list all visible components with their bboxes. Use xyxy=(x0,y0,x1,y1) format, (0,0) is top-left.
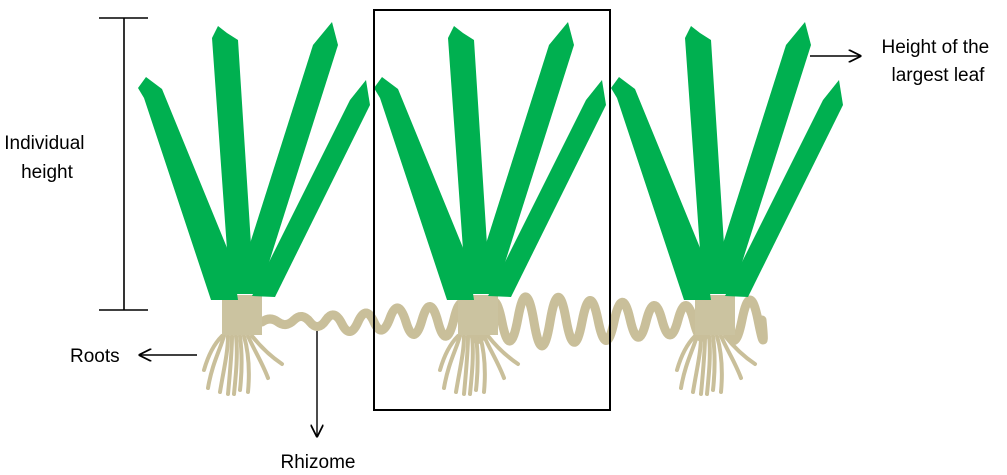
root-strand xyxy=(717,336,722,392)
largest-leaf-label: Height of the largest leaf xyxy=(881,37,994,86)
stem-base xyxy=(458,295,498,335)
root-strand xyxy=(244,336,249,392)
root-strand xyxy=(713,336,715,390)
roots-label: Roots xyxy=(70,346,120,367)
stem-base xyxy=(695,295,735,335)
plant-right xyxy=(611,22,843,394)
root-strand xyxy=(234,336,237,394)
root-strand xyxy=(470,336,473,394)
root-strand xyxy=(476,336,478,390)
individual-height-bracket xyxy=(99,18,148,310)
stem-base xyxy=(222,295,262,335)
rhizome-line xyxy=(262,297,763,346)
plant-left xyxy=(138,22,370,394)
root-strand xyxy=(240,336,242,390)
root-strand xyxy=(480,336,485,392)
individual-height-label: Individual height xyxy=(4,133,90,183)
rhizome-label: Rhizome xyxy=(281,452,356,473)
root-strand xyxy=(707,336,710,394)
